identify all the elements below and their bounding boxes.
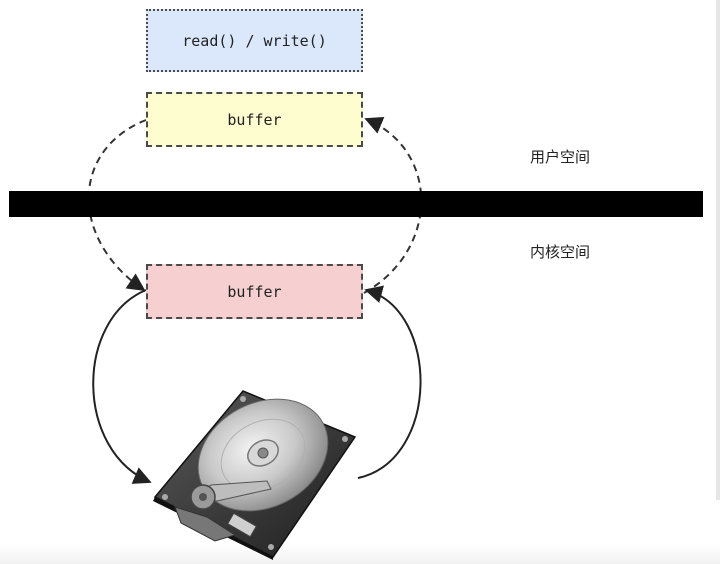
user-buffer-label: buffer — [227, 110, 282, 129]
bottom-fade — [0, 545, 720, 564]
kernel-space-label: 内核空间 — [530, 243, 591, 261]
arrow-disk-to-buffer — [357, 285, 422, 479]
read-write-box: read() / write() — [146, 9, 363, 72]
kernel-buffer-label: buffer — [227, 282, 282, 301]
hard-disk-drive-icon — [153, 390, 357, 560]
read-write-label: read() / write() — [182, 31, 327, 50]
user-kernel-divider — [9, 191, 703, 217]
user-buffer-box: buffer — [146, 92, 363, 147]
kernel-buffer-box: buffer — [146, 264, 363, 319]
window-edge — [716, 0, 720, 500]
arrow-buffer-to-disk — [92, 289, 152, 484]
user-space-label: 用户空间 — [530, 148, 591, 166]
